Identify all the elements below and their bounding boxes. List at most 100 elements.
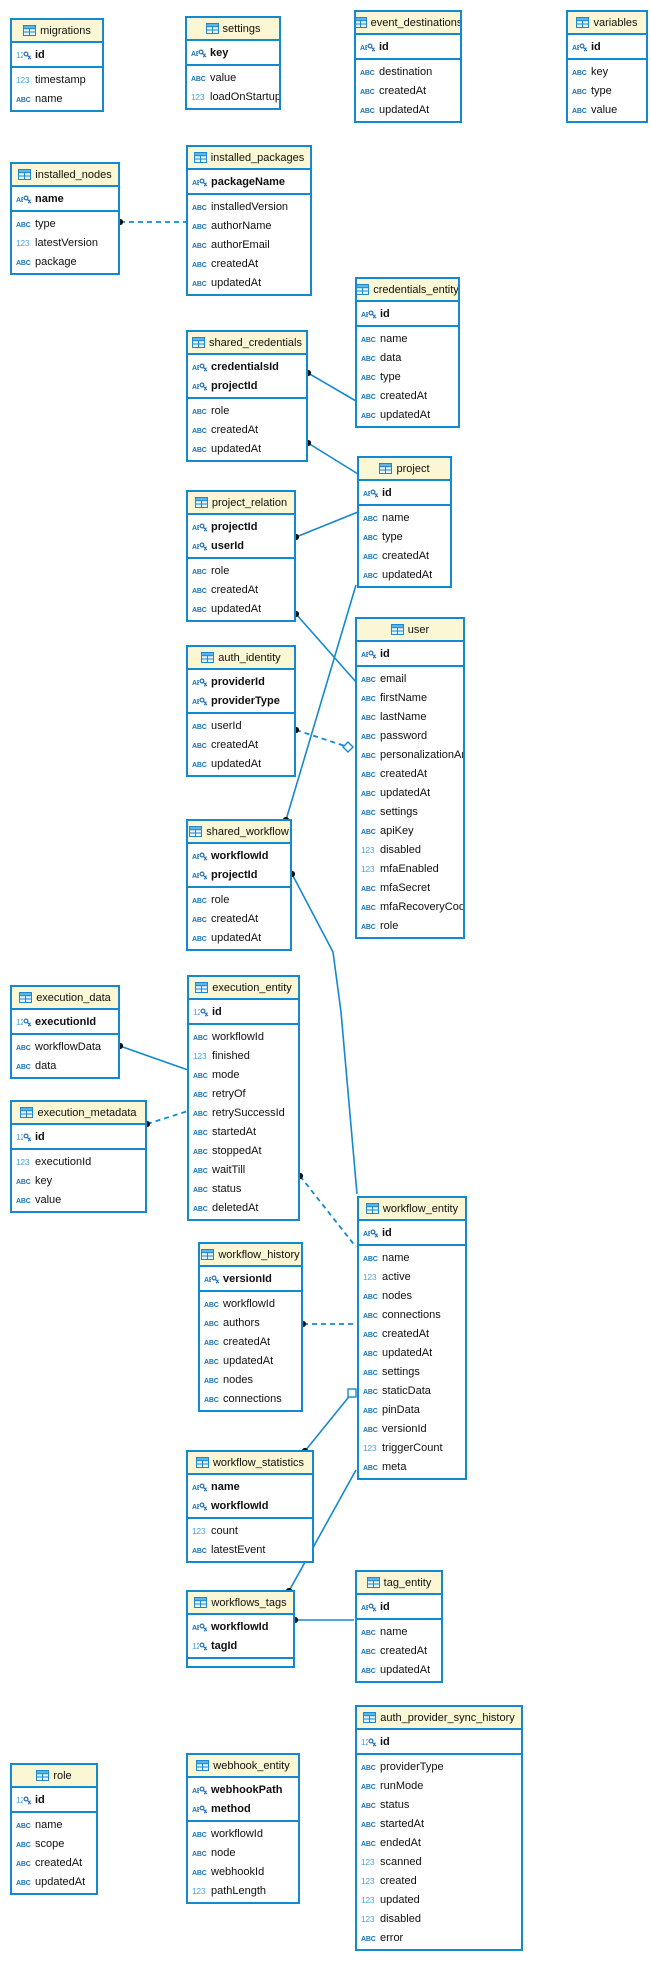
table-header[interactable]: workflow_entity [359,1198,465,1221]
pk-field-id[interactable]: 123id [12,1127,145,1146]
relation-line-shared_credentials-project[interactable] [307,442,359,475]
table-header[interactable]: tag_entity [357,1572,441,1595]
table-settings[interactable]: settingsABCkeyABCvalue123loadOnStartup [185,16,281,110]
field-personalizationAnswers[interactable]: ABCpersonalizationAnswers [357,745,463,764]
pk-field-id[interactable]: ABCid [357,304,458,323]
pk-field-projectId[interactable]: ABCprojectId [188,376,306,395]
table-auth_identity[interactable]: auth_identityABCproviderIdABCproviderTyp… [186,645,296,777]
table-header[interactable]: migrations [12,20,102,43]
pk-field-id[interactable]: ABCid [359,483,450,502]
table-installed_nodes[interactable]: installed_nodesABCnameABCtype123latestVe… [10,162,120,275]
pk-field-tagId[interactable]: 123tagId [188,1636,293,1655]
table-workflows_tags[interactable]: workflows_tagsABCworkflowId123tagId [186,1590,295,1668]
table-installed_packages[interactable]: installed_packagesABCpackageNameABCinsta… [186,145,312,296]
pk-field-id[interactable]: ABCid [357,644,463,663]
pk-field-id[interactable]: ABCid [357,1597,441,1616]
table-header[interactable]: variables [568,12,646,35]
table-header[interactable]: shared_credentials [188,332,306,355]
pk-field-id[interactable]: 123id [189,1002,298,1021]
table-shared_credentials[interactable]: shared_credentialsABCcredentialsIdABCpro… [186,330,308,462]
table-header[interactable]: installed_packages [188,147,310,170]
table-header[interactable]: project_relation [188,492,294,515]
table-event_destinations[interactable]: event_destinationsABCidABCdestinationABC… [354,10,462,123]
table-header[interactable]: settings [187,18,279,41]
pk-field-providerId[interactable]: ABCproviderId [188,672,294,691]
table-auth_provider_sync_history[interactable]: auth_provider_sync_history123idABCprovid… [355,1705,523,1951]
table-header[interactable]: webhook_entity [188,1755,298,1778]
relation-line-workflows_tags-workflow_entity[interactable] [288,1469,357,1592]
table-migrations[interactable]: migrations123id123timestampABCname [10,18,104,112]
table-header[interactable]: auth_provider_sync_history [357,1707,521,1730]
relation-line-workflow_statistics-workflow_entity[interactable] [304,1392,353,1452]
table-header[interactable]: workflow_history [200,1244,301,1267]
relation-line-shared_workflow-project[interactable] [285,584,357,821]
table-header[interactable]: user [357,619,463,642]
table-execution_entity[interactable]: execution_entity123idABCworkflowId123fin… [187,975,300,1221]
relation-line-shared_credentials-credentials_entity[interactable] [307,372,357,402]
table-execution_metadata[interactable]: execution_metadata123id123executionIdABC… [10,1100,147,1213]
table-credentials_entity[interactable]: credentials_entityABCidABCnameABCdataABC… [355,277,460,428]
table-project_relation[interactable]: project_relationABCprojectIdABCuserIdABC… [186,490,296,622]
